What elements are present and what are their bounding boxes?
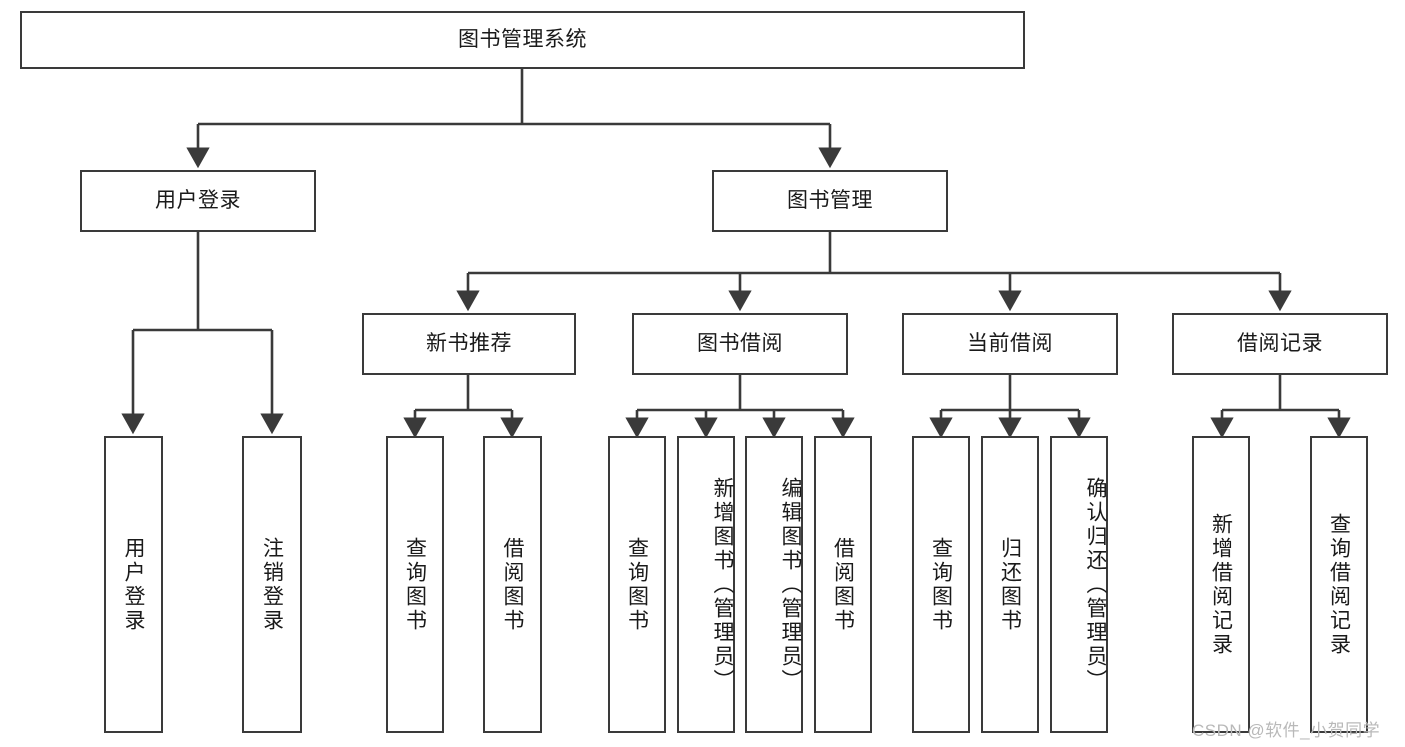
leaf-return-book[interactable]: 归还图书 [981,436,1039,733]
node-new-book-recommend-label: 新书推荐 [426,332,512,356]
node-book-borrow-label: 图书借阅 [697,332,783,356]
node-borrow-record[interactable]: 借阅记录 [1172,313,1388,375]
leaf-query-book-current[interactable]: 查询图书 [912,436,970,733]
leaf-query-book-recommend[interactable]: 查询图书 [386,436,444,733]
leaf-confirm-return-label: 确认归还（管理员） [1084,476,1107,693]
leaf-user-login[interactable]: 用户登录 [104,436,163,733]
node-current-borrow-label: 当前借阅 [967,332,1053,356]
node-book-manage-label: 图书管理 [787,189,873,213]
leaf-query-book-borrow-label: 查询图书 [625,536,649,633]
node-book-manage[interactable]: 图书管理 [712,170,948,232]
leaf-user-login-label: 用户登录 [122,536,145,633]
leaf-borrow-book-recommend[interactable]: 借阅图书 [483,436,542,733]
node-root[interactable]: 图书管理系统 [20,11,1025,69]
node-book-borrow[interactable]: 图书借阅 [632,313,848,375]
node-new-book-recommend[interactable]: 新书推荐 [362,313,576,375]
node-current-borrow[interactable]: 当前借阅 [902,313,1118,375]
csdn-watermark: CSDN @软件_小贺同学 [1192,721,1381,740]
leaf-return-book-label: 归还图书 [998,536,1022,633]
leaf-logout-login-label: 注销登录 [260,536,284,633]
leaf-edit-book[interactable]: 编辑图书（管理员） [745,436,803,733]
leaf-add-borrow-record-label: 新增借阅记录 [1209,512,1233,657]
leaf-add-book[interactable]: 新增图书（管理员） [677,436,735,733]
node-borrow-record-label: 借阅记录 [1237,332,1323,356]
leaf-borrow-book-recommend-label: 借阅图书 [501,536,524,633]
node-user-login[interactable]: 用户登录 [80,170,316,232]
leaf-confirm-return[interactable]: 确认归还（管理员） [1050,436,1108,733]
leaf-add-book-label: 新增图书（管理员） [711,476,734,693]
leaf-query-borrow-record-label: 查询借阅记录 [1327,512,1351,657]
leaf-logout-login[interactable]: 注销登录 [242,436,302,733]
leaf-query-book-borrow[interactable]: 查询图书 [608,436,666,733]
node-root-label: 图书管理系统 [458,28,587,52]
leaf-query-book-current-label: 查询图书 [929,536,953,633]
leaf-query-borrow-record[interactable]: 查询借阅记录 [1310,436,1368,733]
node-user-login-label: 用户登录 [155,189,241,213]
leaf-add-borrow-record[interactable]: 新增借阅记录 [1192,436,1250,733]
leaf-edit-book-label: 编辑图书（管理员） [779,476,802,693]
leaf-borrow-book-label: 借阅图书 [831,536,855,633]
leaf-borrow-book[interactable]: 借阅图书 [814,436,872,733]
leaf-query-book-recommend-label: 查询图书 [403,536,427,633]
